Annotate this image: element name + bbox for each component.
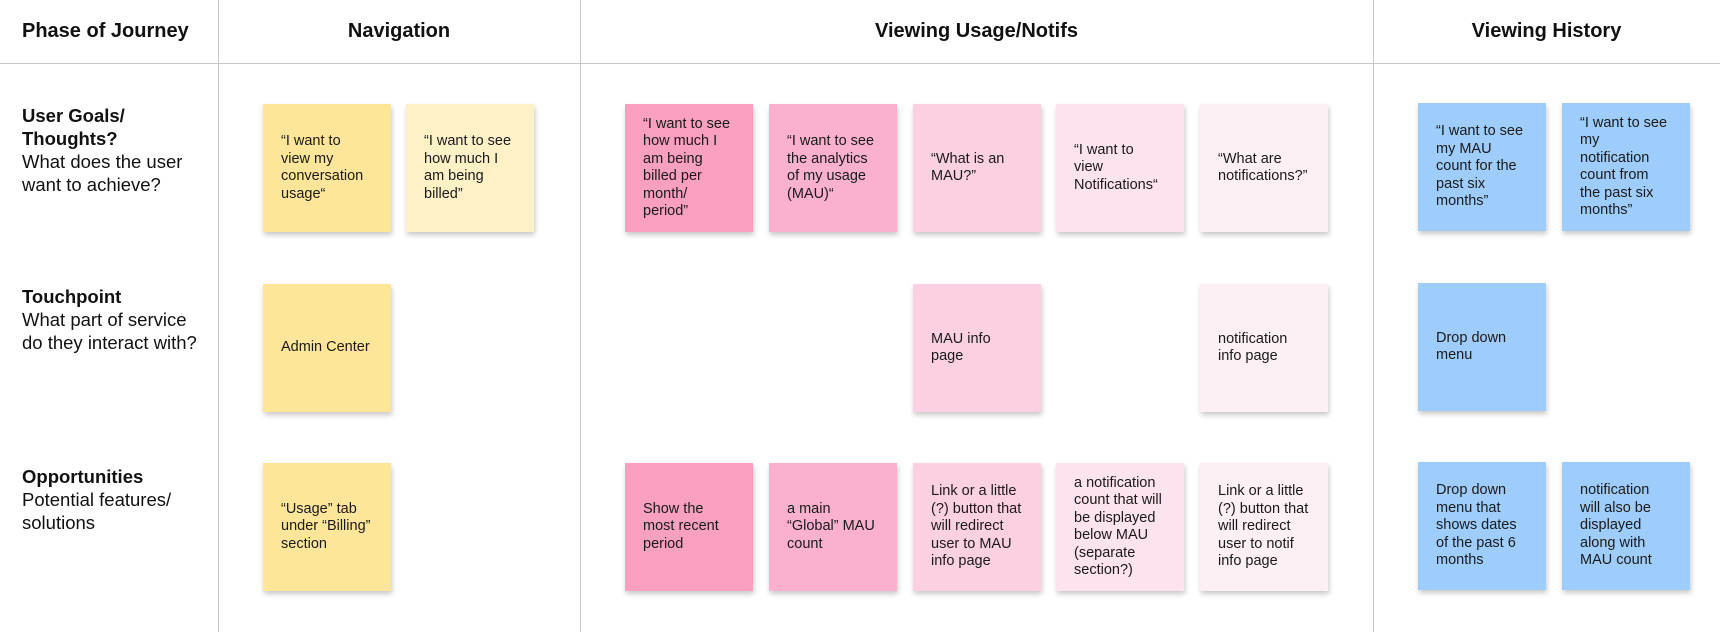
sticky-text: “I want to see how much I am being bille… <box>424 133 512 202</box>
header-viewing-usage-notifs: Viewing Usage/Notifs <box>874 20 1078 42</box>
row-subtitle-opportunities: Potential features/ solutions <box>22 489 172 533</box>
sticky-text: Link or a little (?) button that will re… <box>1218 483 1309 570</box>
sticky-text: “I want to see my MAU count for the past… <box>1436 123 1524 210</box>
sticky-text: “I want to view Notifications“ <box>1074 141 1158 193</box>
sticky-note[interactable]: “What is an MAU?” <box>913 104 1041 232</box>
sticky-text: Show the most recent period <box>643 500 719 552</box>
sticky-text: “I want to see the analytics of my usage… <box>787 133 875 202</box>
sticky-note[interactable]: “I want to see my notification count fro… <box>1562 103 1690 231</box>
sticky-text: Drop down menu <box>1436 329 1507 364</box>
sticky-text: a notification count that will be displa… <box>1074 474 1162 579</box>
sticky-text: “What are notifications?” <box>1218 150 1308 185</box>
sticky-text: Link or a little (?) button that will re… <box>931 483 1022 570</box>
header-phase-of-journey: Phase of Journey <box>22 20 189 42</box>
sticky-text: Drop down menu that shows dates of the p… <box>1436 482 1517 569</box>
sticky-note[interactable]: Drop down menu <box>1418 283 1546 411</box>
sticky-note[interactable]: Link or a little (?) button that will re… <box>1200 463 1328 591</box>
sticky-note[interactable]: “I want to view Notifications“ <box>1056 104 1184 232</box>
sticky-text: “What is an MAU?” <box>931 150 1005 185</box>
sticky-note[interactable]: MAU info page <box>913 284 1041 412</box>
divider-col-1 <box>218 0 219 632</box>
sticky-note[interactable]: “Usage” tab under “Billing” section <box>263 463 391 591</box>
sticky-text: “Usage” tab under “Billing” section <box>281 500 371 552</box>
sticky-note[interactable]: Show the most recent period <box>625 463 753 591</box>
row-subtitle-user-goals: What does the user want to achieve? <box>22 151 183 195</box>
sticky-note[interactable]: Link or a little (?) button that will re… <box>913 463 1041 591</box>
sticky-text: Admin Center <box>281 339 370 356</box>
header-navigation: Navigation <box>347 20 451 42</box>
row-label-opportunities: Opportunities Potential features/ soluti… <box>22 465 212 534</box>
sticky-text: a main “Global” MAU count <box>787 500 875 552</box>
sticky-note[interactable]: “I want to view my conversation usage“ <box>263 104 391 232</box>
sticky-note[interactable]: a notification count that will be displa… <box>1056 463 1184 591</box>
sticky-text: “I want to see how much I am being bille… <box>643 115 731 220</box>
sticky-note[interactable]: Drop down menu that shows dates of the p… <box>1418 462 1546 590</box>
row-label-touchpoint: Touchpoint What part of service do they … <box>22 285 212 354</box>
sticky-note[interactable]: “I want to see how much I am being bille… <box>406 104 534 232</box>
sticky-note[interactable]: notification will also be displayed alon… <box>1562 462 1690 590</box>
sticky-note[interactable]: “I want to see the analytics of my usage… <box>769 104 897 232</box>
row-title-touchpoint: Touchpoint <box>22 286 122 307</box>
header-viewing-history: Viewing History <box>1471 20 1622 42</box>
sticky-text: notification will also be displayed alon… <box>1580 482 1652 569</box>
row-subtitle-touchpoint: What part of service do they interact wi… <box>22 309 197 353</box>
sticky-note[interactable]: “What are notifications?” <box>1200 104 1328 232</box>
sticky-text: notification info page <box>1218 330 1288 365</box>
row-label-user-goals: User Goals/ Thoughts? What does the user… <box>22 104 212 196</box>
row-title-opportunities: Opportunities <box>22 466 144 487</box>
divider-header <box>0 63 1720 64</box>
row-title-user-goals: User Goals/ Thoughts? <box>22 105 125 149</box>
sticky-note[interactable]: Admin Center <box>263 284 391 412</box>
divider-col-2 <box>580 0 581 632</box>
sticky-text: “I want to view my conversation usage“ <box>281 133 364 202</box>
sticky-note[interactable]: “I want to see how much I am being bille… <box>625 104 753 232</box>
sticky-note[interactable]: a main “Global” MAU count <box>769 463 897 591</box>
sticky-text: “I want to see my notification count fro… <box>1580 114 1668 219</box>
sticky-text: MAU info page <box>931 330 991 365</box>
sticky-note[interactable]: “I want to see my MAU count for the past… <box>1418 103 1546 231</box>
divider-col-3 <box>1373 0 1374 632</box>
sticky-note[interactable]: notification info page <box>1200 284 1328 412</box>
